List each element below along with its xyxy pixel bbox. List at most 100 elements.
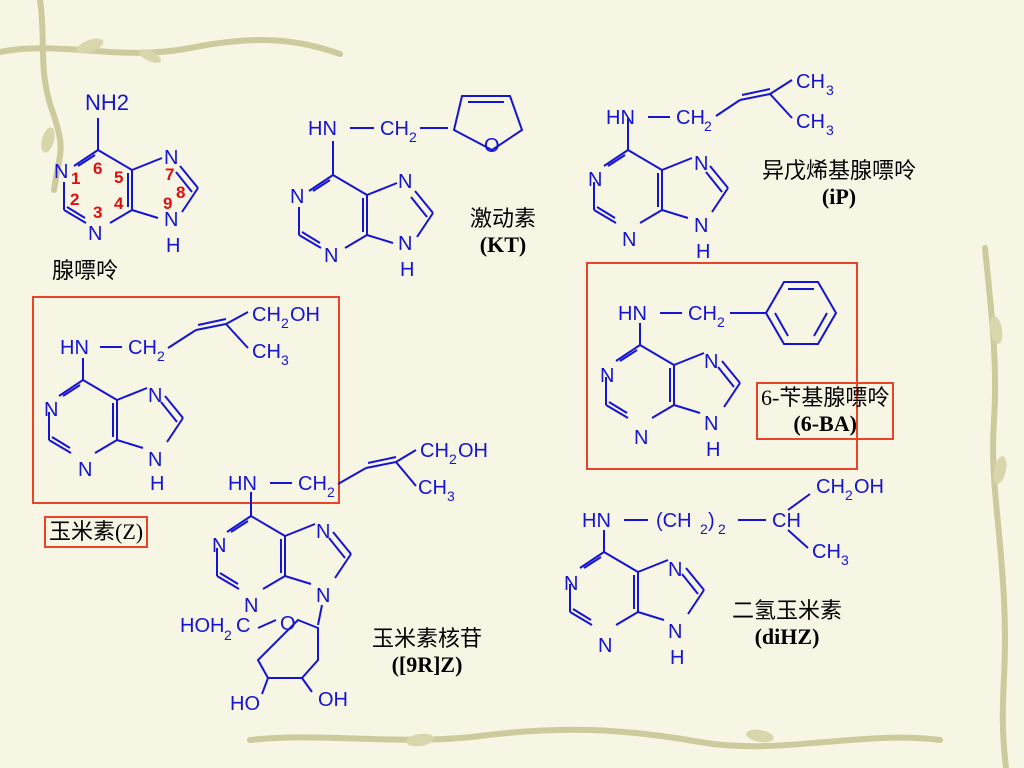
- svg-text:2: 2: [700, 521, 708, 537]
- svg-text:N: N: [324, 245, 338, 267]
- kinetin-furan-o: O: [484, 135, 500, 157]
- ring-number-4: 4: [114, 194, 124, 213]
- ring-number-2: 2: [70, 190, 79, 209]
- svg-text:N: N: [600, 365, 614, 387]
- svg-text:N: N: [588, 169, 602, 191]
- ip-abbr: (iP): [821, 184, 857, 209]
- ba-label: 6-苄基腺嘌呤 (6-BA): [756, 382, 895, 440]
- svg-text:N: N: [148, 449, 162, 471]
- svg-text:OH: OH: [458, 440, 488, 462]
- svg-text:2: 2: [157, 348, 165, 364]
- zeatin-name-label: 玉米素(Z): [44, 516, 149, 548]
- svg-text:N: N: [598, 635, 612, 657]
- svg-text:N: N: [704, 351, 718, 373]
- svg-text:N: N: [290, 186, 304, 208]
- svg-text:N: N: [244, 595, 258, 617]
- svg-text:N: N: [668, 621, 682, 643]
- svg-text:CH: CH: [816, 476, 845, 498]
- adenine-h9: H: [166, 235, 180, 257]
- svg-text:N: N: [704, 413, 718, 435]
- ring-number-6: 6: [93, 159, 102, 178]
- adenine-structure: [63, 118, 199, 224]
- svg-text:N: N: [148, 385, 162, 407]
- zeatin-riboside-structure: [216, 492, 352, 590]
- adenine-n7: N: [164, 147, 178, 169]
- dihz-name: 二氢玉米素: [732, 598, 843, 623]
- svg-text:CH: CH: [420, 440, 449, 462]
- svg-text:HN: HN: [618, 303, 647, 325]
- svg-text:3: 3: [447, 488, 455, 504]
- zeatin-riboside-abbr: ([9R]Z): [391, 652, 463, 677]
- svg-text:CH: CH: [796, 111, 825, 133]
- dihz-structure: [569, 530, 705, 626]
- adenine-n9: N: [164, 209, 178, 231]
- svg-text:H: H: [150, 473, 164, 495]
- svg-text:HO: HO: [230, 693, 260, 715]
- kinetin-abbr: (KT): [479, 232, 527, 257]
- svg-text:N: N: [316, 585, 330, 607]
- svg-text:2: 2: [281, 315, 289, 331]
- svg-text:CH: CH: [796, 71, 825, 93]
- ip-structure: [593, 118, 729, 224]
- svg-text:2: 2: [224, 627, 232, 643]
- zeatin-highlight-box: [32, 296, 340, 504]
- svg-text:H: H: [696, 241, 710, 263]
- svg-text:N: N: [78, 459, 92, 481]
- kinetin-name: 激动素: [470, 206, 537, 231]
- svg-text:O: O: [280, 613, 296, 635]
- adenine-name-label: 腺嘌呤: [52, 258, 119, 283]
- svg-text:CH: CH: [380, 118, 409, 140]
- svg-text:N: N: [564, 573, 578, 595]
- svg-text:OH: OH: [318, 689, 348, 711]
- svg-text:N: N: [398, 171, 412, 193]
- svg-text:CH: CH: [772, 510, 801, 532]
- svg-text:H: H: [706, 439, 720, 461]
- svg-text:HN: HN: [308, 118, 337, 140]
- svg-text:CH: CH: [418, 477, 447, 499]
- svg-text:N: N: [44, 399, 58, 421]
- ba-highlight-box: [586, 262, 858, 470]
- svg-text:HN: HN: [606, 107, 635, 129]
- ring-number-9: 9: [163, 194, 172, 213]
- ba-abbr: (6-BA): [793, 411, 857, 436]
- kinetin-structure: [298, 141, 434, 249]
- ba-name: 6-苄基腺嘌呤: [761, 385, 890, 410]
- svg-text:OH: OH: [854, 476, 884, 498]
- svg-text:OH: OH: [290, 304, 320, 326]
- svg-text:3: 3: [826, 122, 834, 138]
- ring-numbers: 1 2 3 4 5 6 7 8 9: [70, 159, 185, 222]
- svg-text:N: N: [622, 229, 636, 251]
- zeatin-riboside-name: 玉米素核苷: [372, 626, 483, 651]
- svg-text:2: 2: [704, 118, 712, 134]
- ring-number-5: 5: [114, 168, 123, 187]
- ring-number-8: 8: [176, 183, 185, 202]
- svg-text:2: 2: [327, 484, 335, 500]
- svg-text:CH: CH: [688, 303, 717, 325]
- svg-text:): ): [708, 510, 715, 532]
- zeatin-riboside-label: 玉米素核苷 ([9R]Z): [372, 626, 482, 678]
- svg-text:N: N: [694, 215, 708, 237]
- svg-text:H: H: [400, 259, 414, 281]
- svg-text:N: N: [634, 427, 648, 449]
- zeatin-structure: [48, 358, 184, 454]
- ip-name: 异戊烯基腺嘌呤: [762, 158, 917, 183]
- svg-text:CH: CH: [252, 341, 281, 363]
- dihz-label: 二氢玉米素 (diHZ): [732, 598, 842, 650]
- svg-text:HN: HN: [582, 510, 611, 532]
- svg-text:N: N: [668, 559, 682, 581]
- svg-text:N: N: [316, 521, 330, 543]
- svg-text:H: H: [670, 647, 684, 669]
- svg-text:C: C: [236, 615, 250, 637]
- ring-number-7: 7: [165, 165, 174, 184]
- svg-text:2: 2: [449, 451, 457, 467]
- svg-text:3: 3: [826, 82, 834, 98]
- ring-number-1: 1: [71, 169, 80, 188]
- svg-text:CH: CH: [128, 337, 157, 359]
- svg-text:2: 2: [409, 129, 417, 145]
- svg-text:CH: CH: [252, 304, 281, 326]
- dihz-abbr: (diHZ): [754, 624, 820, 649]
- svg-text:2: 2: [718, 521, 726, 537]
- svg-text:HN: HN: [228, 473, 257, 495]
- svg-text:N: N: [398, 233, 412, 255]
